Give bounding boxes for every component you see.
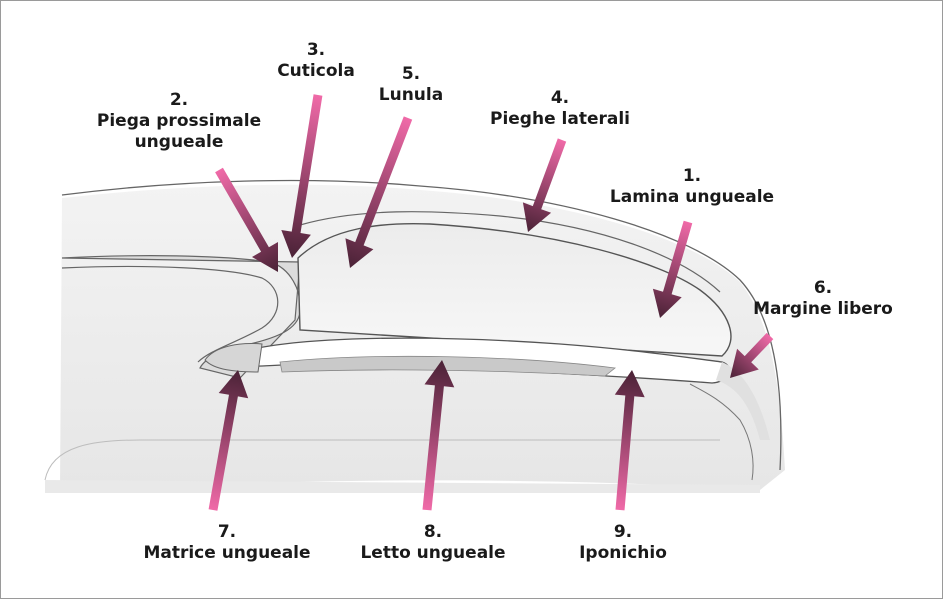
label-cuticola: 3.Cuticola xyxy=(277,40,355,82)
label-margine-libero: 6.Margine libero xyxy=(753,278,893,320)
label-lamina-ungueale: 1.Lamina ungueale xyxy=(610,166,774,208)
label-iponichio: 9.Iponichio xyxy=(579,522,667,564)
label-pieghe-laterali: 4.Pieghe laterali xyxy=(490,88,630,130)
label-matrice-ungueale: 7.Matrice ungueale xyxy=(143,522,310,564)
label-piega-line2: ungueale xyxy=(97,132,261,153)
label-lunula: 5.Lunula xyxy=(379,64,443,106)
label-letto-ungueale: 8.Letto ungueale xyxy=(360,522,505,564)
label-piega-line1: Piega prossimale xyxy=(97,111,261,132)
